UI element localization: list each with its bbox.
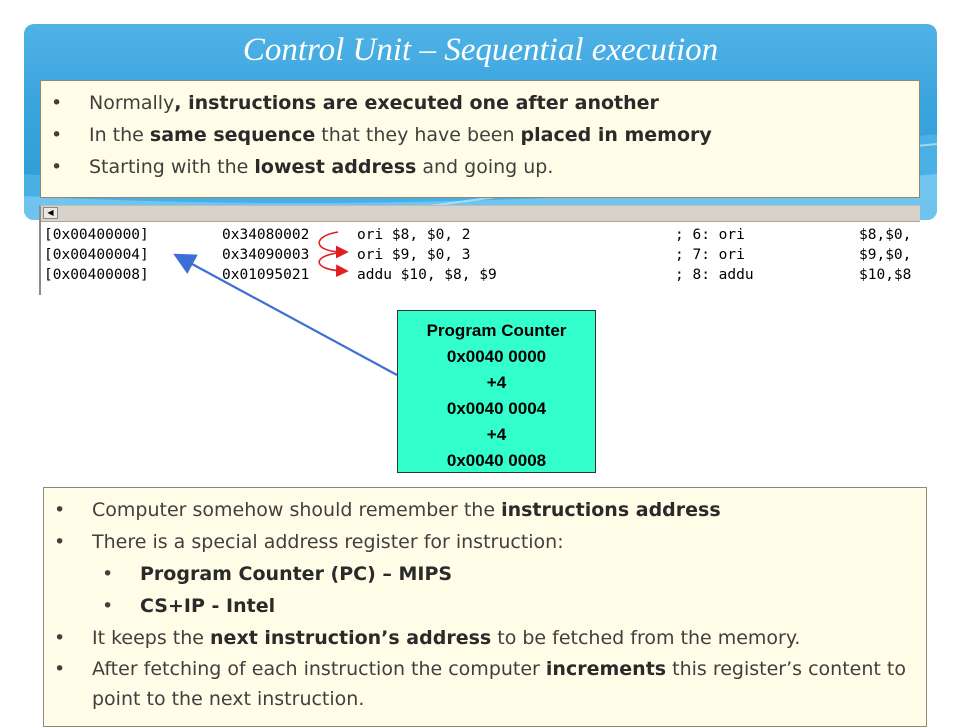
code-comment: ; 6: ori (675, 227, 745, 243)
bottom-bullet-6: After fetching of each instruction the c… (44, 654, 926, 714)
bottom-bullet-5: It keeps the next instruction’s address … (44, 622, 926, 654)
bullet-text-segment: that they have been (315, 124, 521, 146)
horizontal-scrollbar[interactable]: ◀ (41, 206, 920, 222)
bullet-text-segment: instructions address (501, 499, 721, 521)
intro-bullet-box: Normally, instructions are executed one … (40, 80, 920, 198)
bullet-text-segment: placed in memory (520, 124, 712, 146)
bullet-text-segment: CS+IP - Intel (140, 595, 276, 617)
bottom-bullet-4: CS+IP - Intel (44, 590, 926, 622)
bullet-text-segment: lowest address (254, 156, 417, 178)
slide-title: Control Unit – Sequential execution (242, 32, 719, 68)
bullet-text-segment: Starting with the (89, 156, 255, 178)
top-bullet-3: Starting with the lowest address and goi… (41, 151, 919, 183)
bullet-text-segment: Normally (89, 92, 175, 114)
bullet-text-segment: It keeps the (92, 627, 211, 649)
pc-value-line: 0x0040 0008 (446, 451, 547, 470)
code-comment: ; 8: addu (675, 267, 754, 283)
program-counter-box: Program Counter 0x0040 0000 +4 0x0040 0004 +… (397, 310, 596, 473)
code-comment: ; 7: ori (675, 247, 745, 263)
code-hex: 0x34080002 (222, 227, 310, 243)
top-bullet-2: In the same sequence that they have been… (41, 119, 919, 151)
bottom-bullet-2: There is a special address register for … (44, 526, 926, 558)
code-address: [0x00400008] (44, 267, 149, 283)
intro-bullet-list: Normally, instructions are executed one … (41, 81, 919, 183)
code-source: $10,$8 (859, 267, 912, 283)
explanation-bullet-list: Computer somehow should remember the ins… (44, 488, 926, 714)
bullet-text-segment: In the (89, 124, 150, 146)
pc-value-line: +4 (486, 373, 507, 392)
bottom-bullet-1: Computer somehow should remember the ins… (44, 494, 926, 526)
code-instruction: ori $9, $0, 3 (357, 247, 471, 263)
code-source: $8,$0, (859, 227, 912, 243)
bottom-bullet-3: Program Counter (PC) – MIPS (44, 558, 926, 590)
bullet-text-segment: same sequence (149, 124, 316, 146)
bullet-text-segment: increments (545, 658, 667, 680)
bullet-text-segment: Program Counter (PC) – MIPS (140, 563, 453, 585)
bullet-text-segment: and going up. (416, 156, 554, 178)
pc-value-line: +4 (486, 425, 507, 444)
code-address: [0x00400000] (44, 227, 149, 243)
code-hex: 0x01095021 (222, 267, 310, 283)
code-source: $9,$0, (859, 247, 912, 263)
code-instruction: addu $10, $8, $9 (357, 267, 497, 283)
top-bullet-1: Normally, instructions are executed one … (41, 87, 919, 119)
code-hex: 0x34090003 (222, 247, 310, 263)
explanation-bullet-box: Computer somehow should remember the ins… (43, 487, 927, 727)
pc-title: Program Counter (426, 321, 567, 340)
code-instruction: ori $8, $0, 2 (357, 227, 471, 243)
code-address: [0x00400004] (44, 247, 149, 263)
bullet-text-segment: this register’s content to point to the … (92, 658, 906, 710)
bullet-text-segment: to be fetched from the memory. (491, 627, 801, 649)
pc-value-line: 0x0040 0004 (446, 399, 547, 418)
bullet-text-segment: There is a special address register for … (92, 531, 564, 553)
scroll-left-arrow-icon[interactable]: ◀ (43, 207, 58, 219)
bullet-text-segment: next instruction’s address (210, 627, 492, 649)
bullet-text-segment: Computer somehow should remember the (92, 499, 502, 521)
bullet-text-segment: , instructions are executed one after an… (174, 92, 659, 114)
bullet-text-segment: After fetching of each instruction the c… (92, 658, 546, 680)
pc-value-line: 0x0040 0000 (446, 347, 547, 366)
code-listing-window: ◀ [0x00400000] 0x34080002 ori $8, $0, 2 ; 6… (39, 205, 920, 295)
